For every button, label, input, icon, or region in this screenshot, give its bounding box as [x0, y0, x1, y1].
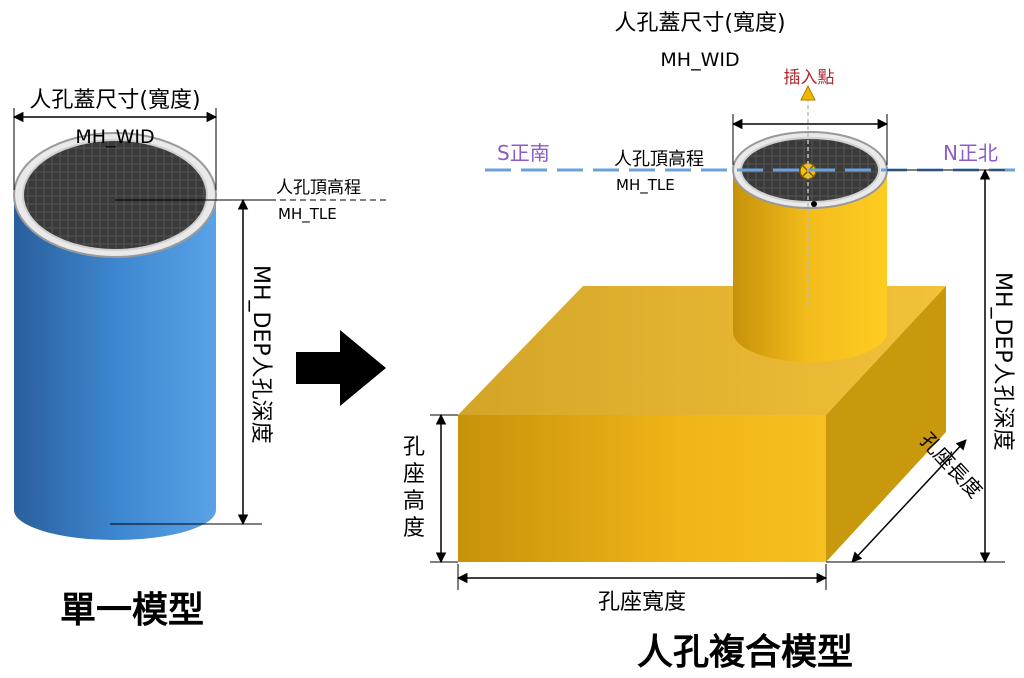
svg-text:高: 高: [403, 489, 425, 514]
north-label: N正北: [943, 141, 998, 165]
base-width-label: 孔座寬度: [598, 590, 686, 615]
left-width-code: MH_WID: [75, 126, 154, 148]
right-width-code: MH_WID: [660, 49, 739, 71]
single-model-group: 人孔蓋尺寸(寬度) MH_WID 人孔頂高程 MH_TLE MH_DEP人孔深度…: [12, 88, 388, 631]
right-title: 人孔複合模型: [637, 632, 853, 673]
insert-point-label: 插入點: [784, 68, 835, 88]
base-front-face: [458, 415, 826, 562]
right-tle-label: 人孔頂高程: [614, 149, 704, 170]
right-depth-label: MH_DEP人孔深度: [990, 272, 1015, 451]
transform-arrow: [296, 330, 386, 406]
svg-text:孔: 孔: [403, 435, 425, 460]
blue-cylinder-body: [14, 195, 216, 540]
gold-cylinder-body: [733, 170, 887, 362]
left-tle-code: MH_TLE: [278, 205, 337, 224]
svg-text:座: 座: [403, 462, 425, 487]
svg-text:度: 度: [403, 516, 425, 541]
right-width-label: 人孔蓋尺寸(寬度): [614, 11, 785, 36]
left-depth-label: MH_DEP人孔深度: [248, 265, 273, 444]
south-label: S正南: [497, 141, 550, 165]
left-title: 單一模型: [60, 590, 204, 631]
composite-model-group: 插入點 人孔蓋尺寸(寬度) MH_WID S正南 N正北 人孔頂高程 MH_TL…: [403, 11, 1018, 673]
left-width-label: 人孔蓋尺寸(寬度): [29, 88, 200, 113]
base-length-dimension: [851, 439, 967, 563]
base-length-label: 孔座長度: [915, 428, 987, 503]
cover-dot: [811, 201, 817, 207]
base-height-label: 孔 座 高 度: [403, 435, 425, 541]
right-tle-code: MH_TLE: [616, 176, 675, 195]
manhole-cover-left: [22, 139, 208, 251]
left-tle-label: 人孔頂高程: [276, 178, 361, 198]
insert-point-triangle: [800, 84, 816, 101]
